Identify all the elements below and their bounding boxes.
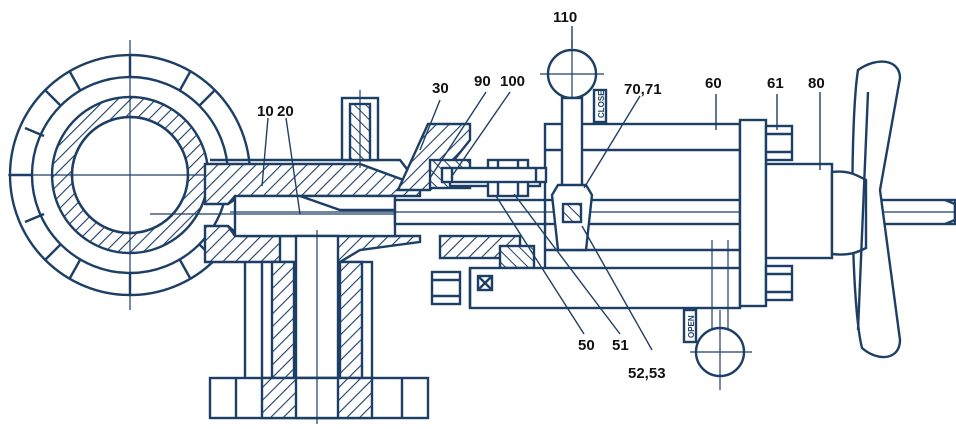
callout-61: 61: [767, 75, 784, 92]
open-tag: OPEN: [687, 315, 696, 338]
callout-52-53: 52,53: [628, 365, 666, 382]
outlet-flange: [208, 230, 430, 424]
callout-20: 20: [277, 103, 294, 120]
callout-60: 60: [705, 75, 722, 92]
callout-30: 30: [432, 80, 449, 97]
leader-lines: [261, 26, 821, 351]
callout-90: 90: [474, 73, 491, 90]
callout-70-71: 70,71: [624, 81, 662, 98]
callout-110: 110: [553, 9, 577, 26]
close-tag: CLOSE: [597, 90, 606, 118]
callout-labels: 110 30 90 100 70,71 60 61 80 10 20 50 51…: [257, 9, 825, 382]
bonnet-flange: [738, 118, 834, 308]
callout-80: 80: [808, 75, 825, 92]
stud: [440, 166, 548, 184]
callout-51: 51: [612, 337, 629, 354]
drawing-geometry: [8, 26, 956, 424]
handwheel: [830, 60, 902, 359]
callout-10: 10: [257, 103, 274, 120]
lever-open: [682, 240, 752, 390]
callout-50: 50: [578, 337, 595, 354]
pipe-section: [8, 40, 252, 310]
callout-100: 100: [500, 73, 525, 90]
lever-closed: [540, 40, 608, 252]
top-port: [340, 90, 380, 168]
